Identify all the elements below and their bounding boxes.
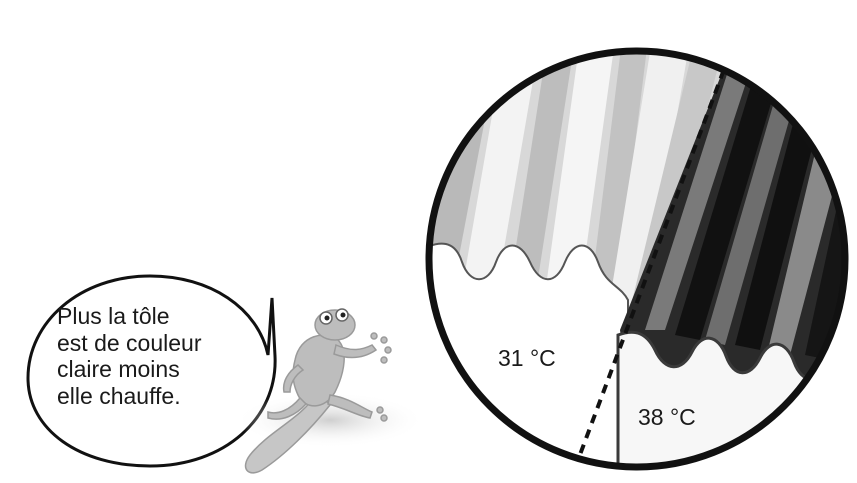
speech-line-2: est de couleur [57, 330, 267, 357]
magnifier-lens [370, 40, 857, 480]
speech-bubble-text: Plus la tôle est de couleur claire moins… [57, 303, 267, 409]
light-sheet-temperature: 31 °C [498, 345, 556, 372]
speech-line-1: Plus la tôle [57, 303, 267, 330]
speech-line-3: claire moins [57, 356, 267, 383]
speech-line-4: elle chauffe. [57, 383, 267, 410]
dark-sheet-temperature: 38 °C [638, 404, 696, 431]
